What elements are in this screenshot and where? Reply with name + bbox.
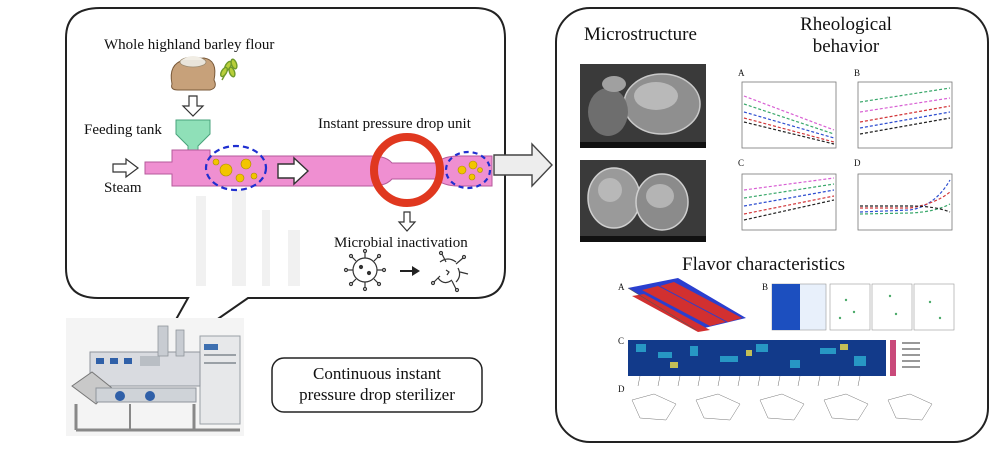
rheology-title-line1: Rheological: [800, 14, 892, 35]
rheo-panel-letter-d: D: [854, 158, 861, 168]
sterilizer-label-line2: pressure drop sterilizer: [299, 385, 455, 404]
rheology-plot-a: [741, 81, 837, 149]
rheology-plot-d: [857, 173, 953, 231]
rheology-plot-b: [857, 81, 953, 149]
flour-sack-icon: [170, 56, 216, 91]
steam-droplets-left: [212, 158, 258, 183]
inactivation-down-arrow: [397, 211, 417, 232]
flavor-plot-b: [771, 283, 955, 331]
rheo-panel-letter-c: C: [738, 158, 745, 168]
rheology-plot-c: [741, 173, 837, 231]
droplet-zone-right: [444, 150, 492, 190]
virus-intact-icon: [343, 248, 387, 292]
sem-image-bottom: [580, 160, 706, 242]
steam-arrow: [112, 157, 139, 179]
droplet-zone-left: [204, 144, 268, 192]
virus-broken-icon: [430, 250, 469, 293]
flavor-panel-letter-b: B: [762, 282, 769, 292]
flow-arrow: [277, 156, 310, 186]
sterilizer-label-line1: Continuous instant: [313, 364, 441, 383]
steam-droplets-right: [457, 160, 483, 181]
flour-label: Whole highland barley flour: [104, 37, 275, 53]
connector-arrow: [493, 142, 553, 188]
ipd-unit-label: Instant pressure drop unit: [318, 116, 471, 132]
left-process-panel: [65, 7, 506, 436]
right-results-panel: [555, 7, 989, 443]
feeding-tank-label: Feeding tank: [84, 122, 162, 138]
flavor-panel-letter-a: A: [618, 282, 625, 292]
microbial-label: Microbial inactivation: [334, 235, 468, 251]
flour-down-arrow: [181, 95, 205, 117]
rheology-title-line2: behavior: [812, 36, 880, 57]
rheo-panel-letter-b: B: [854, 68, 861, 78]
sterilizer-machine-image: [66, 318, 244, 436]
process-pipe: [144, 149, 493, 187]
barley-sprig-icon: [219, 58, 238, 81]
sterilizer-label-box: [271, 357, 483, 413]
pressure-drop-ring: [370, 133, 444, 207]
microstructure-title: Microstructure: [584, 24, 697, 45]
sem-image-top: [580, 64, 706, 148]
flavor-plot-d: [631, 393, 933, 421]
flavor-panel-letter-c: C: [618, 336, 625, 346]
flavor-plot-c: [628, 340, 920, 387]
flavor-title: Flavor characteristics: [682, 254, 846, 275]
steam-label: Steam: [104, 180, 142, 196]
rheo-panel-letter-a: A: [738, 68, 745, 78]
flavor-plot-a: [627, 278, 746, 332]
inactivation-arrow: [400, 266, 420, 276]
flavor-panel-letter-d: D: [618, 384, 625, 394]
